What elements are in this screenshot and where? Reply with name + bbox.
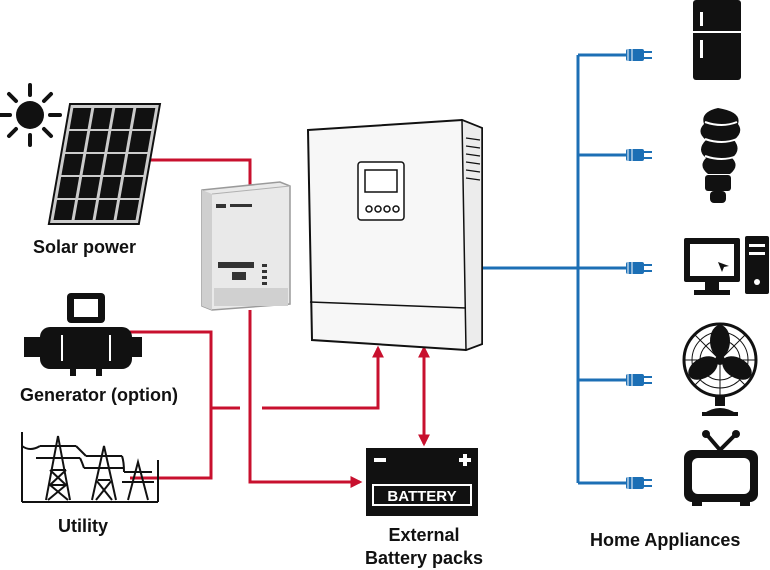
external-battery-label-line1: External bbox=[388, 525, 460, 545]
home-appliances-label: Home Appliances bbox=[590, 530, 741, 550]
sun-icon bbox=[0, 83, 62, 147]
light-bulb-icon bbox=[700, 108, 741, 203]
inverter bbox=[306, 118, 483, 352]
battery-box-label: BATTERY bbox=[387, 488, 456, 505]
ac-input-to-inverter-line bbox=[262, 345, 384, 410]
blue-output-lines bbox=[482, 53, 640, 485]
controller-to-battery-line bbox=[248, 310, 363, 488]
generator-label: Generator (option) bbox=[20, 385, 178, 405]
generator-line bbox=[130, 330, 213, 480]
plug-icon bbox=[626, 374, 652, 386]
utility-pylon-icon bbox=[21, 432, 159, 503]
plug-icon bbox=[626, 477, 652, 489]
red-power-lines bbox=[130, 158, 430, 488]
utility-label: Utility bbox=[58, 516, 109, 536]
computer-icon bbox=[684, 236, 769, 295]
tv-icon bbox=[684, 430, 758, 506]
generator-icon bbox=[24, 293, 142, 376]
solar-panel-icon bbox=[47, 103, 162, 225]
external-battery-label-line2: Battery packs bbox=[364, 548, 484, 568]
battery-icon bbox=[366, 448, 478, 516]
charge-controller bbox=[201, 181, 291, 311]
plug-icon bbox=[626, 149, 652, 161]
fan-icon bbox=[682, 322, 758, 416]
plug-icon bbox=[626, 49, 652, 61]
solar-to-controller-line bbox=[150, 158, 252, 190]
refrigerator-icon bbox=[693, 0, 741, 80]
plug-icons bbox=[626, 49, 652, 489]
solar-power-label: Solar power bbox=[33, 237, 137, 257]
plug-icon bbox=[626, 262, 652, 274]
